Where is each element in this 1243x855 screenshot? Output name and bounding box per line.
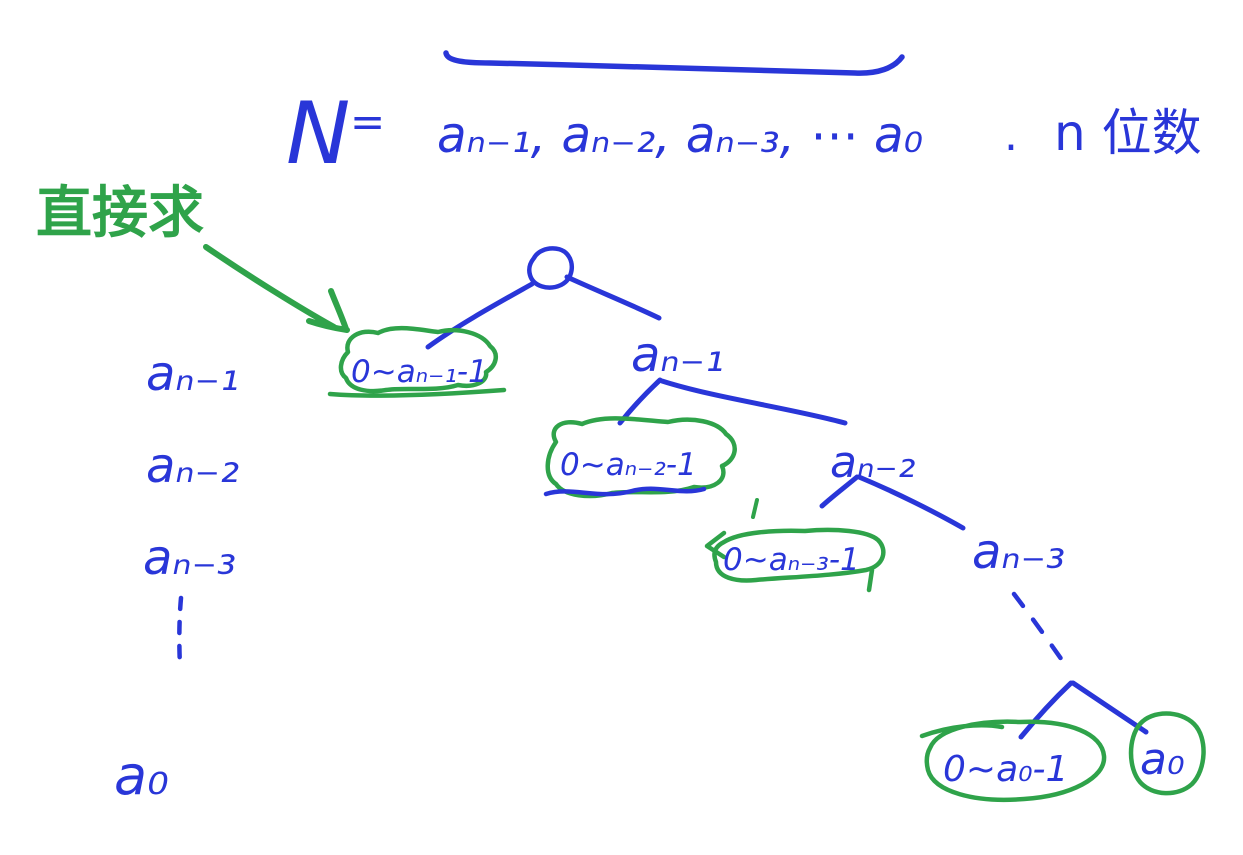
node-label-level3: aₙ₋₃ <box>972 524 1065 580</box>
leaf-label: a₀ <box>1140 734 1185 785</box>
range-label-level2: 0~aₙ₋₂-1 <box>560 447 697 483</box>
edge-bottom-to-leaf <box>1070 680 1149 735</box>
digit-count-note: n 位数 <box>1054 104 1202 162</box>
ellipsis-column-dashes <box>177 595 184 669</box>
range-blob-level1 <box>327 325 507 398</box>
range-blob-last <box>919 719 1107 802</box>
edge-node2-to-range3 <box>819 474 860 509</box>
edge-bottom-to-range-last <box>1018 680 1074 740</box>
tree-root-circle <box>526 246 575 290</box>
row-label-last: a₀ <box>114 744 169 807</box>
range2-underline-stroke <box>543 486 707 497</box>
digit-sequence: aₙ₋₁, aₙ₋₂, aₙ₋₃, ⋯ a₀ <box>437 106 923 164</box>
row-label-level3: aₙ₋₃ <box>143 530 236 586</box>
annotation-arrow <box>203 244 350 333</box>
range-label-last: 0~a₀-1 <box>943 749 1068 790</box>
range-label-level1: 0~aₙ₋₁-1 <box>351 354 488 390</box>
equals-sign: = <box>350 97 385 146</box>
overline-stroke <box>443 50 905 76</box>
range-label-level3: 0~aₙ₋₃-1 <box>723 542 860 578</box>
edge-node2-to-node3 <box>856 474 966 531</box>
period-dot: . <box>1004 110 1018 161</box>
range2-tick-stroke <box>751 498 759 519</box>
edge-root-to-range1 <box>425 281 535 350</box>
leaf-circle <box>1128 711 1206 796</box>
node-label-level1: aₙ₋₁ <box>631 327 724 383</box>
row-label-level1: aₙ₋₁ <box>146 346 239 402</box>
edge-root-to-node1 <box>564 274 662 321</box>
method-label: 直接求 <box>36 181 204 246</box>
ellipsis-diagonal-dashes <box>1011 591 1067 666</box>
formula-lhs: N <box>286 84 350 184</box>
range-blob-level3 <box>704 527 886 593</box>
row-label-level2: aₙ₋₂ <box>146 438 239 494</box>
edge-node1-to-node2 <box>659 378 848 426</box>
node-label-level2: aₙ₋₂ <box>830 437 915 488</box>
